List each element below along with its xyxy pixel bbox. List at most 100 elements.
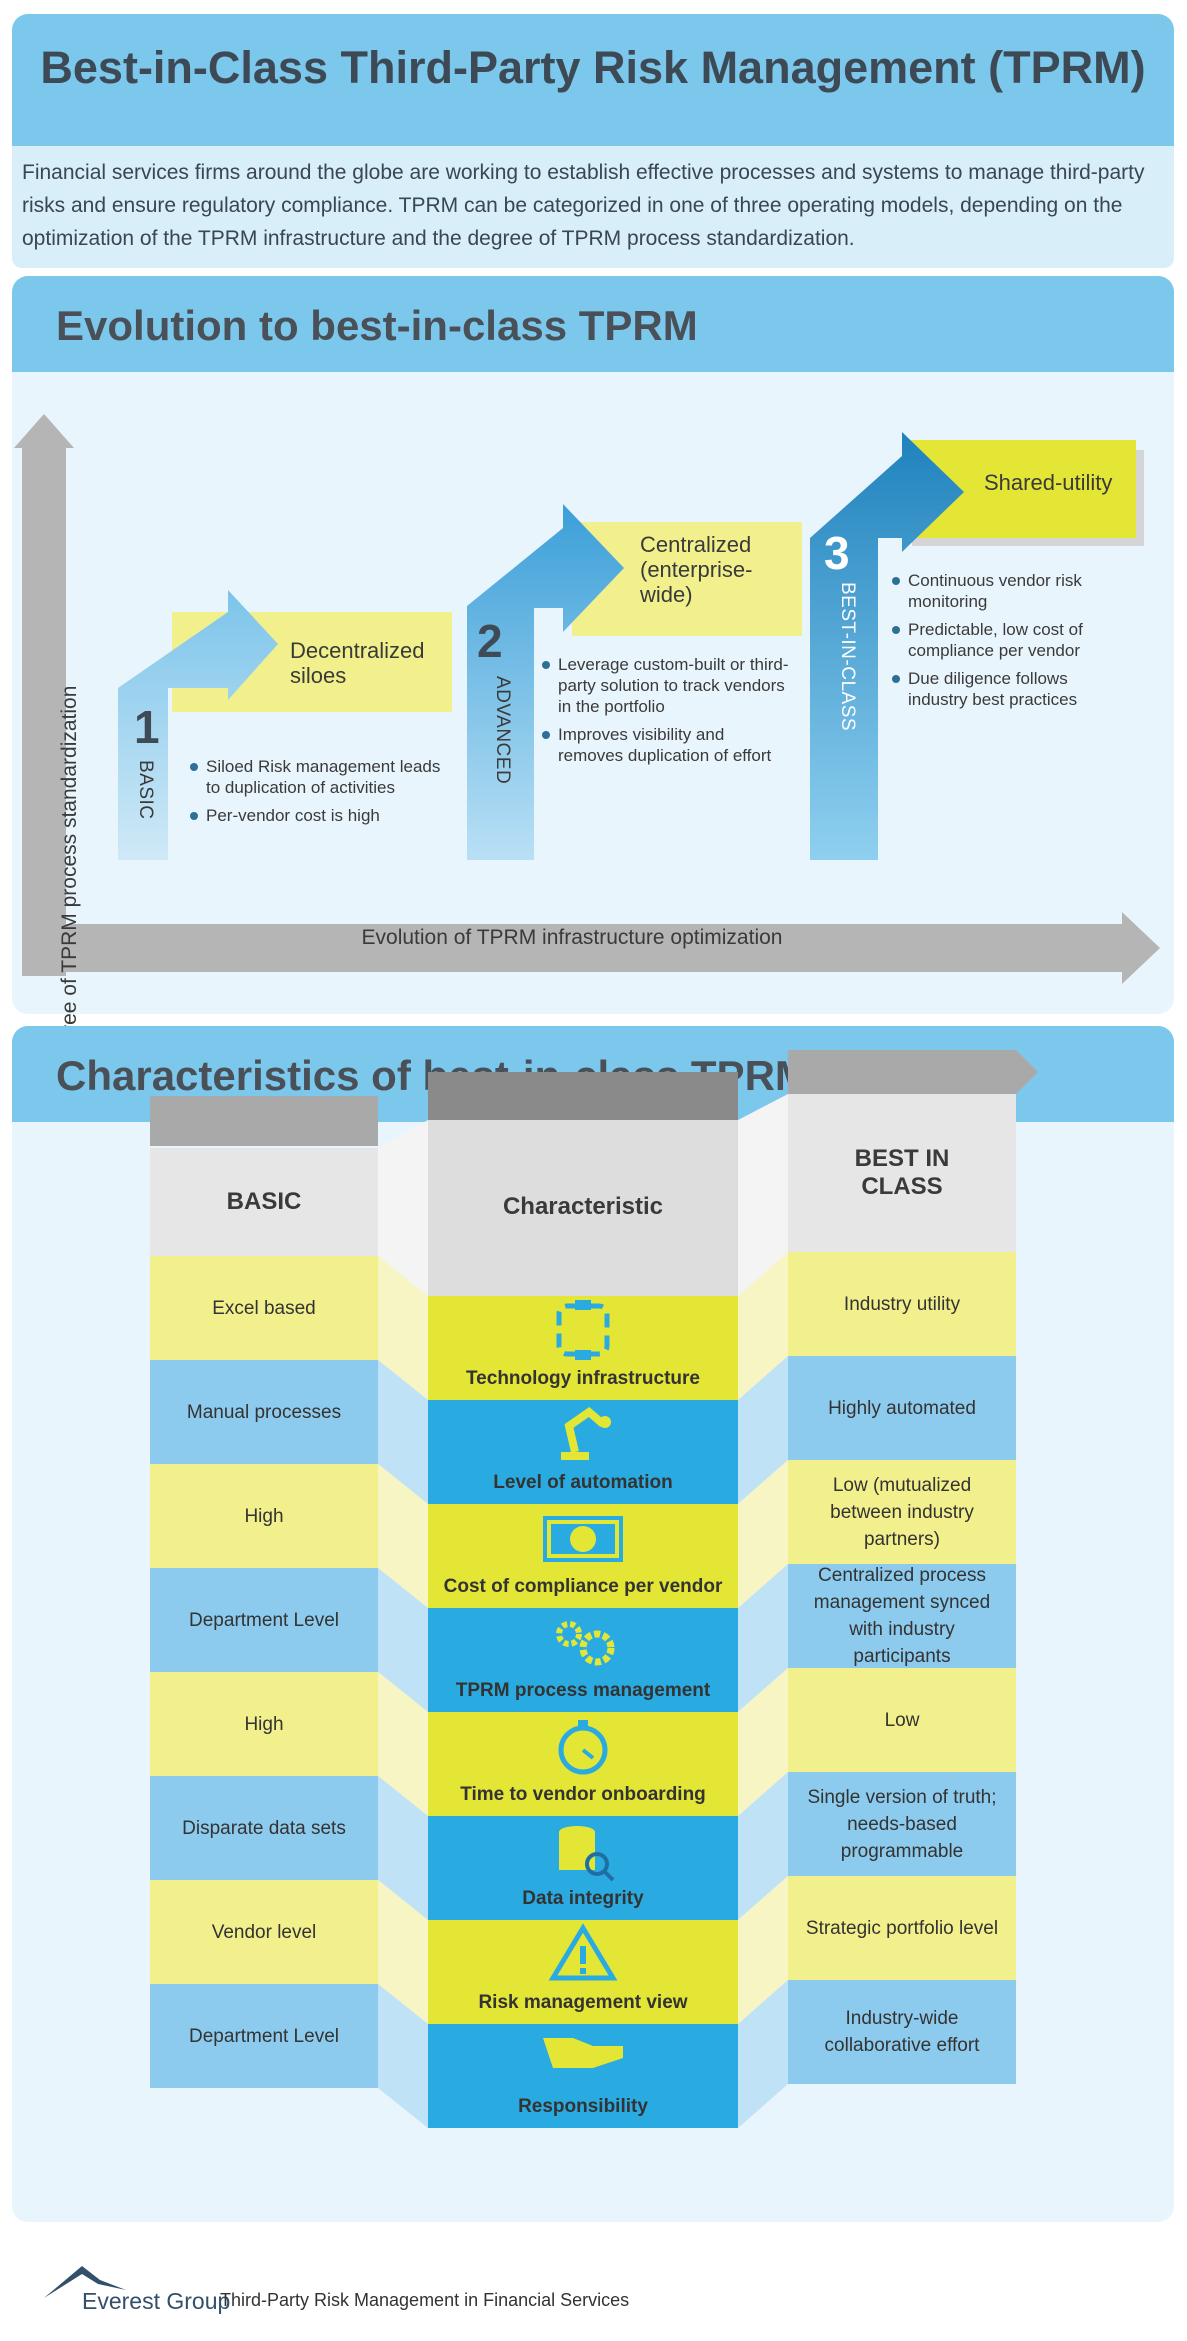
connector <box>378 1984 428 2128</box>
page-title: Best-in-Class Third-Party Risk Managemen… <box>40 42 1146 93</box>
char-cell-bg <box>428 1504 738 1608</box>
connector <box>378 1464 428 1608</box>
best-cell-bg <box>788 1356 1016 1460</box>
connector <box>378 1120 428 1296</box>
characteristic-label: Level of automation <box>493 1472 673 1493</box>
stage-3-number: 3 <box>824 527 850 579</box>
characteristic-label: Risk management view <box>478 1992 688 2013</box>
best-cell-bg <box>788 1668 1016 1772</box>
stage-1-level: BASIC <box>135 760 156 820</box>
header-banner: Best-in-Class Third-Party Risk Managemen… <box>12 14 1174 146</box>
bullet: Due diligence follows industry best prac… <box>890 668 1130 710</box>
x-axis-label: Evolution of TPRM infrastructure optimiz… <box>361 926 783 949</box>
connector <box>378 1776 428 1920</box>
stage-1-number: 1 <box>134 701 160 753</box>
warning-icon <box>548 1923 618 1981</box>
footer: Everest Group Third-Party Risk Managemen… <box>12 2250 1174 2330</box>
stage-3-name: Shared-utility <box>984 470 1113 495</box>
best-cell: Industry-wide collaborative effort <box>824 2008 980 2056</box>
network-icon <box>556 1300 610 1360</box>
y-axis-arrow <box>14 414 74 976</box>
characteristic-label: Data integrity <box>522 1888 644 1909</box>
connector <box>378 1256 428 1400</box>
stage-3-arrow <box>810 432 964 860</box>
connector <box>738 1668 788 1816</box>
stage-3-bullets: Continuous vendor risk monitoring Predic… <box>890 570 1130 717</box>
basic-top-bar <box>150 1096 378 1146</box>
gears-icon <box>556 1621 615 1666</box>
best-cell-bg <box>788 1252 1016 1356</box>
basic-cell: High <box>244 1713 284 1735</box>
char-cell-bg <box>428 1296 738 1400</box>
basic-cell: High <box>244 1505 284 1527</box>
best-cell-bg <box>788 1772 1016 1876</box>
everest-logo-icon <box>44 2266 126 2298</box>
basic-cell-bg <box>150 1776 378 1880</box>
connector <box>378 1568 428 1712</box>
basic-cell: Department Level <box>189 2025 339 2047</box>
evolution-panel: Evolution to best-in-class TPRM Degree o… <box>12 276 1174 1070</box>
stage-1-name: Decentralized siloes <box>290 638 425 688</box>
connector <box>738 1980 788 2128</box>
stage-2-number: 2 <box>477 615 503 667</box>
basic-cell-bg <box>150 1880 378 1984</box>
best-top-arrow <box>788 1050 1038 1094</box>
evolution-title: Evolution to best-in-class TPRM <box>56 302 698 349</box>
best-cell: Centralized process management synced wi… <box>813 1565 991 1667</box>
stopwatch-icon <box>558 1720 608 1775</box>
hand-icon <box>543 2038 623 2068</box>
characteristic-label: Responsibility <box>518 2096 648 2117</box>
connector <box>738 1772 788 1920</box>
robot-arm-icon <box>561 1406 611 1460</box>
basic-cell-bg <box>150 1464 378 1568</box>
stage-2-arrow <box>467 504 624 860</box>
connector <box>738 1564 788 1712</box>
best-cell: Industry utility <box>843 1293 961 1315</box>
basic-cell: Disparate data sets <box>182 1817 346 1839</box>
bullet: Per-vendor cost is high <box>188 805 458 826</box>
char-top-bar <box>428 1072 738 1120</box>
stage-2-bullets: Leverage custom-built or third-party sol… <box>540 654 790 773</box>
bullet: Leverage custom-built or third-party sol… <box>540 654 790 717</box>
basic-column-header: BASIC <box>226 1188 302 1215</box>
best-cell: Low (mutualized between industry partner… <box>830 1474 974 1550</box>
evolution-header: Evolution to best-in-class TPRM <box>12 276 1174 372</box>
stage-2-label-box <box>572 522 802 636</box>
basic-header-cell <box>150 1148 378 1256</box>
stage-3-level: BEST-IN-CLASS <box>837 582 858 732</box>
best-cell-bg <box>788 1460 1016 1564</box>
best-header-cell <box>788 1094 1016 1252</box>
basic-cell: Vendor level <box>211 1921 317 1943</box>
basic-cell-bg <box>150 1984 378 2088</box>
bullet: Continuous vendor risk monitoring <box>890 570 1130 612</box>
characteristic-label: Time to vendor onboarding <box>460 1784 706 1805</box>
basic-cell: Department Level <box>189 1609 339 1631</box>
connector <box>378 1360 428 1504</box>
basic-cell: Excel based <box>212 1297 316 1319</box>
best-cell: Low <box>884 1709 920 1731</box>
best-cell: Single version of truth; needs-based pro… <box>807 1786 997 1862</box>
characteristics-panel: Characteristics of best-in-class TPRM Ex… <box>12 1026 1174 2222</box>
bullet: Improves visibility and removes duplicat… <box>540 724 790 766</box>
best-cell: Strategic portfolio level <box>805 1917 999 1939</box>
stage-3-label-front <box>902 440 1136 538</box>
connector <box>738 1876 788 2024</box>
best-cell-bg <box>788 1876 1016 1980</box>
best-cell-bg <box>788 1564 1016 1668</box>
stage-2-level: ADVANCED <box>492 676 513 785</box>
best-column-header: BEST IN CLASS <box>854 1145 950 1200</box>
connector <box>738 1094 788 1296</box>
characteristics-table-graphic <box>150 1050 1038 2128</box>
evolution-graphic <box>14 414 1160 984</box>
char-cell-bg <box>428 2024 738 2128</box>
footer-text: Third-Party Risk Management in Financial… <box>220 2290 630 2310</box>
characteristic-label: Cost of compliance per vendor <box>443 1576 723 1597</box>
basic-cell-bg <box>150 1360 378 1464</box>
database-search-icon <box>559 1826 615 1882</box>
characteristic-column-header: Characteristic <box>502 1193 664 1220</box>
connector <box>738 1460 788 1608</box>
footer-brand: Everest Group <box>82 2288 231 2314</box>
basic-cell-bg <box>150 1256 378 1360</box>
char-header-cell <box>428 1120 738 1296</box>
basic-cell: Manual processes <box>186 1401 342 1423</box>
